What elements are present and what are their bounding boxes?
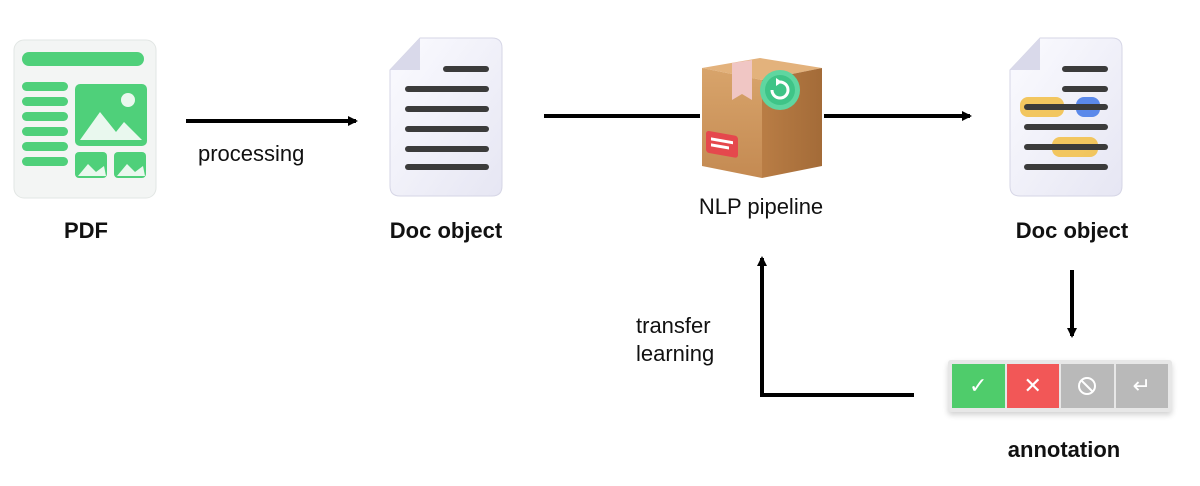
doc-object-annotated-label: Doc object — [1015, 218, 1129, 243]
nlp-pipeline-label: NLP pipeline — [698, 194, 824, 219]
ignore-button[interactable] — [1061, 364, 1114, 408]
undo-button[interactable]: ↵ — [1115, 364, 1168, 408]
check-icon: ✓ — [969, 373, 988, 398]
close-icon: ✕ — [1023, 373, 1042, 398]
transfer-learning-arrow — [757, 256, 914, 397]
accept-button[interactable]: ✓ — [952, 364, 1005, 408]
doc-object-label: Doc object — [389, 218, 503, 243]
annotation-label: annotation — [1007, 437, 1121, 462]
annotation-toolbar: ✓ ✕ ↵ — [948, 360, 1172, 412]
no-entry-icon — [1078, 377, 1097, 395]
transfer-label: transfer — [636, 313, 711, 338]
document-icon — [389, 37, 503, 197]
learning-label: learning — [636, 341, 715, 366]
pdf-icon — [13, 39, 157, 199]
package-icon — [702, 58, 822, 178]
return-icon: ↵ — [1132, 373, 1151, 398]
annotated-document-icon — [1009, 37, 1123, 197]
pdf-label: PDF — [64, 218, 108, 243]
processing-label: processing — [198, 141, 305, 166]
reject-button[interactable]: ✕ — [1006, 364, 1059, 408]
